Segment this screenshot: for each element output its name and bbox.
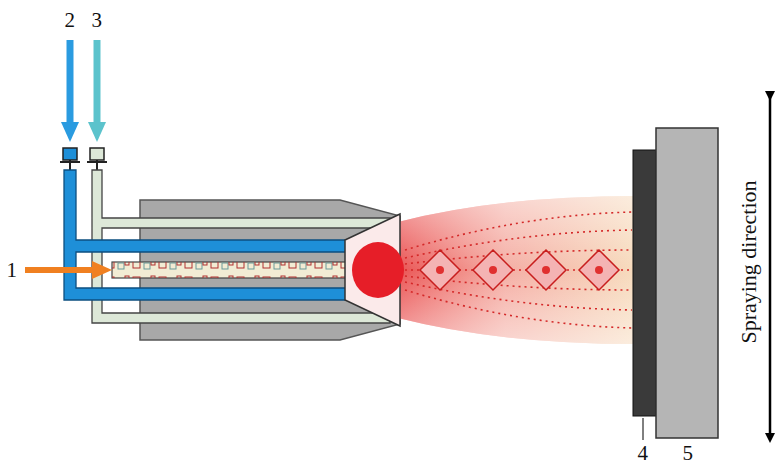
callout-number: 4 [638, 443, 649, 464]
callout-number: 2 [65, 10, 76, 31]
direction-label: Spraying direction [737, 180, 759, 343]
callout-number: 5 [683, 443, 694, 464]
callout-number: 3 [92, 10, 103, 31]
callout-number: 1 [7, 260, 18, 281]
